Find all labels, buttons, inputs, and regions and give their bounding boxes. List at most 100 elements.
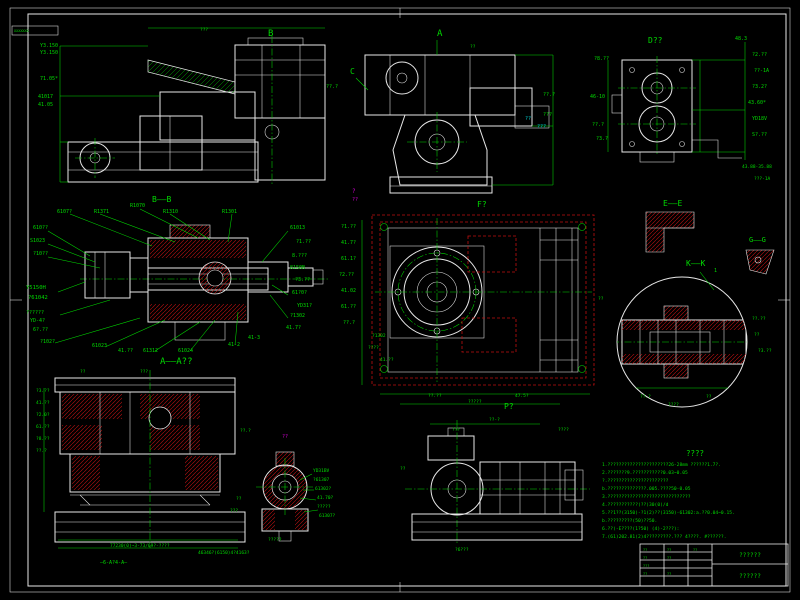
annotation: ?2.?? bbox=[752, 52, 767, 58]
view-label-aa: A——A?? bbox=[160, 357, 193, 367]
annotation: ??.? bbox=[326, 84, 338, 90]
annotation: ??.? bbox=[592, 122, 604, 128]
drawing-frame bbox=[9, 7, 791, 593]
annotation: 41.02 bbox=[341, 288, 356, 294]
annotation: YD31BV bbox=[313, 468, 330, 474]
notes-lines: 1.??????????????????????26-28mm ??????1.… bbox=[602, 462, 735, 540]
view-label-b: B bbox=[268, 29, 273, 39]
view-kk-detail bbox=[616, 271, 748, 408]
annotation: ?61307 bbox=[313, 477, 330, 483]
annotation: R1310 bbox=[163, 209, 178, 215]
annotation: ?3.? bbox=[596, 136, 608, 142]
annotation: 41-2 bbox=[228, 342, 240, 348]
annotation: ?61042 bbox=[28, 295, 48, 301]
annotation: YD-4? bbox=[30, 318, 45, 324]
view-label-a: A bbox=[437, 29, 443, 39]
annotation: ? bbox=[352, 188, 356, 195]
annotation: ????? bbox=[317, 504, 331, 510]
annotation: 61.?? bbox=[36, 424, 50, 430]
annotation: ??? bbox=[537, 124, 546, 130]
note-line: 7.(61)202.81(2)4?????????.??? 4????. #??… bbox=[602, 534, 726, 540]
annotation: R1301 bbox=[222, 209, 237, 215]
note-line: ?.?????????????????????? bbox=[602, 478, 669, 484]
annotation: ?????? bbox=[26, 310, 44, 316]
annotation: 61.?? bbox=[341, 304, 356, 310]
annotation: R1371 bbox=[94, 209, 109, 215]
annotation: ??.? bbox=[240, 428, 251, 434]
annotation: 71.05* bbox=[40, 76, 58, 82]
annotation: ?? bbox=[667, 556, 671, 560]
annotation: 61013 bbox=[290, 225, 305, 231]
annotation: YD18V bbox=[752, 116, 767, 122]
annotation: 77230(0)~3-73/69?-???? bbox=[110, 543, 170, 549]
annotation: ?1302 bbox=[290, 313, 305, 319]
annotation: ?8.?? bbox=[36, 436, 50, 442]
annotation: ?8.?? bbox=[594, 56, 609, 62]
annotation: ?? bbox=[667, 572, 671, 576]
annotation: ?6??? bbox=[455, 547, 469, 553]
view-ee bbox=[645, 211, 695, 253]
annotation: ?3.?? bbox=[758, 348, 772, 354]
annotation: ?102? bbox=[40, 339, 55, 345]
annotation: ???-1A bbox=[754, 176, 771, 182]
note-line: 1.??????????????????????26-28mm ??????1.… bbox=[602, 462, 721, 468]
annotation: 6107? bbox=[57, 209, 72, 215]
annotation: ??-1A bbox=[754, 68, 769, 74]
annotation: 43.60* bbox=[748, 100, 766, 106]
annotation: Y3.150 bbox=[40, 43, 58, 49]
annotation: ?1302 bbox=[372, 333, 386, 339]
annotation: 61?0? bbox=[292, 290, 307, 296]
annotation: Y3.150 bbox=[40, 50, 58, 56]
annotation: ??.? bbox=[36, 448, 47, 454]
annotation: S?.?? bbox=[752, 132, 767, 138]
annotation: R1070 bbox=[130, 203, 145, 209]
note-line: 6.??(-E????(1?50) (4)-2???): bbox=[602, 526, 679, 532]
annotation: ??.? bbox=[343, 320, 355, 326]
annotation: 41-3 bbox=[248, 335, 260, 341]
annotation: 43.88-35.88 bbox=[742, 164, 772, 170]
annotation: 41.7? bbox=[286, 325, 301, 331]
annotation: ?? bbox=[598, 296, 604, 302]
view-label-f: F? bbox=[477, 200, 487, 209]
annotation: ???? bbox=[558, 427, 569, 433]
frame-stamp: XXXXXXX bbox=[14, 29, 30, 33]
annotation: ?? bbox=[643, 556, 647, 560]
annotation: 41.7? bbox=[341, 240, 356, 246]
view-bb-assembly bbox=[47, 208, 330, 352]
notes-block: ???? 1.??????????????????????26-28mm ???… bbox=[602, 449, 735, 540]
annotation: ??.?? bbox=[428, 393, 442, 399]
view-label-p: P? bbox=[504, 402, 514, 411]
view-flange-detail bbox=[256, 451, 319, 542]
annotation: ??.? bbox=[543, 92, 555, 98]
annotation: ?? bbox=[706, 394, 712, 400]
view-aa-section bbox=[43, 370, 246, 549]
view-front-a bbox=[355, 40, 554, 194]
annotation: Y5150H bbox=[26, 285, 46, 291]
annotation: 47.5? bbox=[515, 393, 529, 399]
title-block: ?????? ?????? bbox=[639, 543, 789, 587]
view-label-bb: B——B bbox=[152, 195, 171, 204]
annotation: 8150B bbox=[290, 265, 305, 271]
annotation: 41.?? bbox=[118, 348, 133, 354]
annotation: 46-10 bbox=[590, 94, 605, 100]
annotation: 6?.?? bbox=[33, 327, 48, 333]
annotation: 41.05 bbox=[38, 102, 53, 108]
annotation: 61302? bbox=[315, 486, 332, 492]
note-line: 4.???????????(??)30(0)/d bbox=[602, 502, 669, 508]
annotation: ??-? bbox=[489, 417, 500, 423]
annotation: 48.3 bbox=[735, 36, 747, 42]
bottom-mark: —6-A?4-A— bbox=[100, 560, 128, 566]
annotation: ?? bbox=[693, 548, 697, 552]
annotation: ?? bbox=[352, 197, 358, 203]
annotation: ?1.?? bbox=[296, 239, 311, 245]
notes-title: ???? bbox=[686, 449, 704, 458]
view-label-c: C bbox=[350, 67, 355, 76]
annotation: ?? bbox=[667, 548, 671, 552]
annotation: S1023 bbox=[30, 238, 45, 244]
frame-stamp-box bbox=[11, 25, 59, 36]
annotation: ????? bbox=[268, 537, 282, 543]
note-line: b.??????????????.005.????50-0.05 bbox=[602, 486, 691, 492]
annotation: 41.?? bbox=[380, 357, 394, 363]
